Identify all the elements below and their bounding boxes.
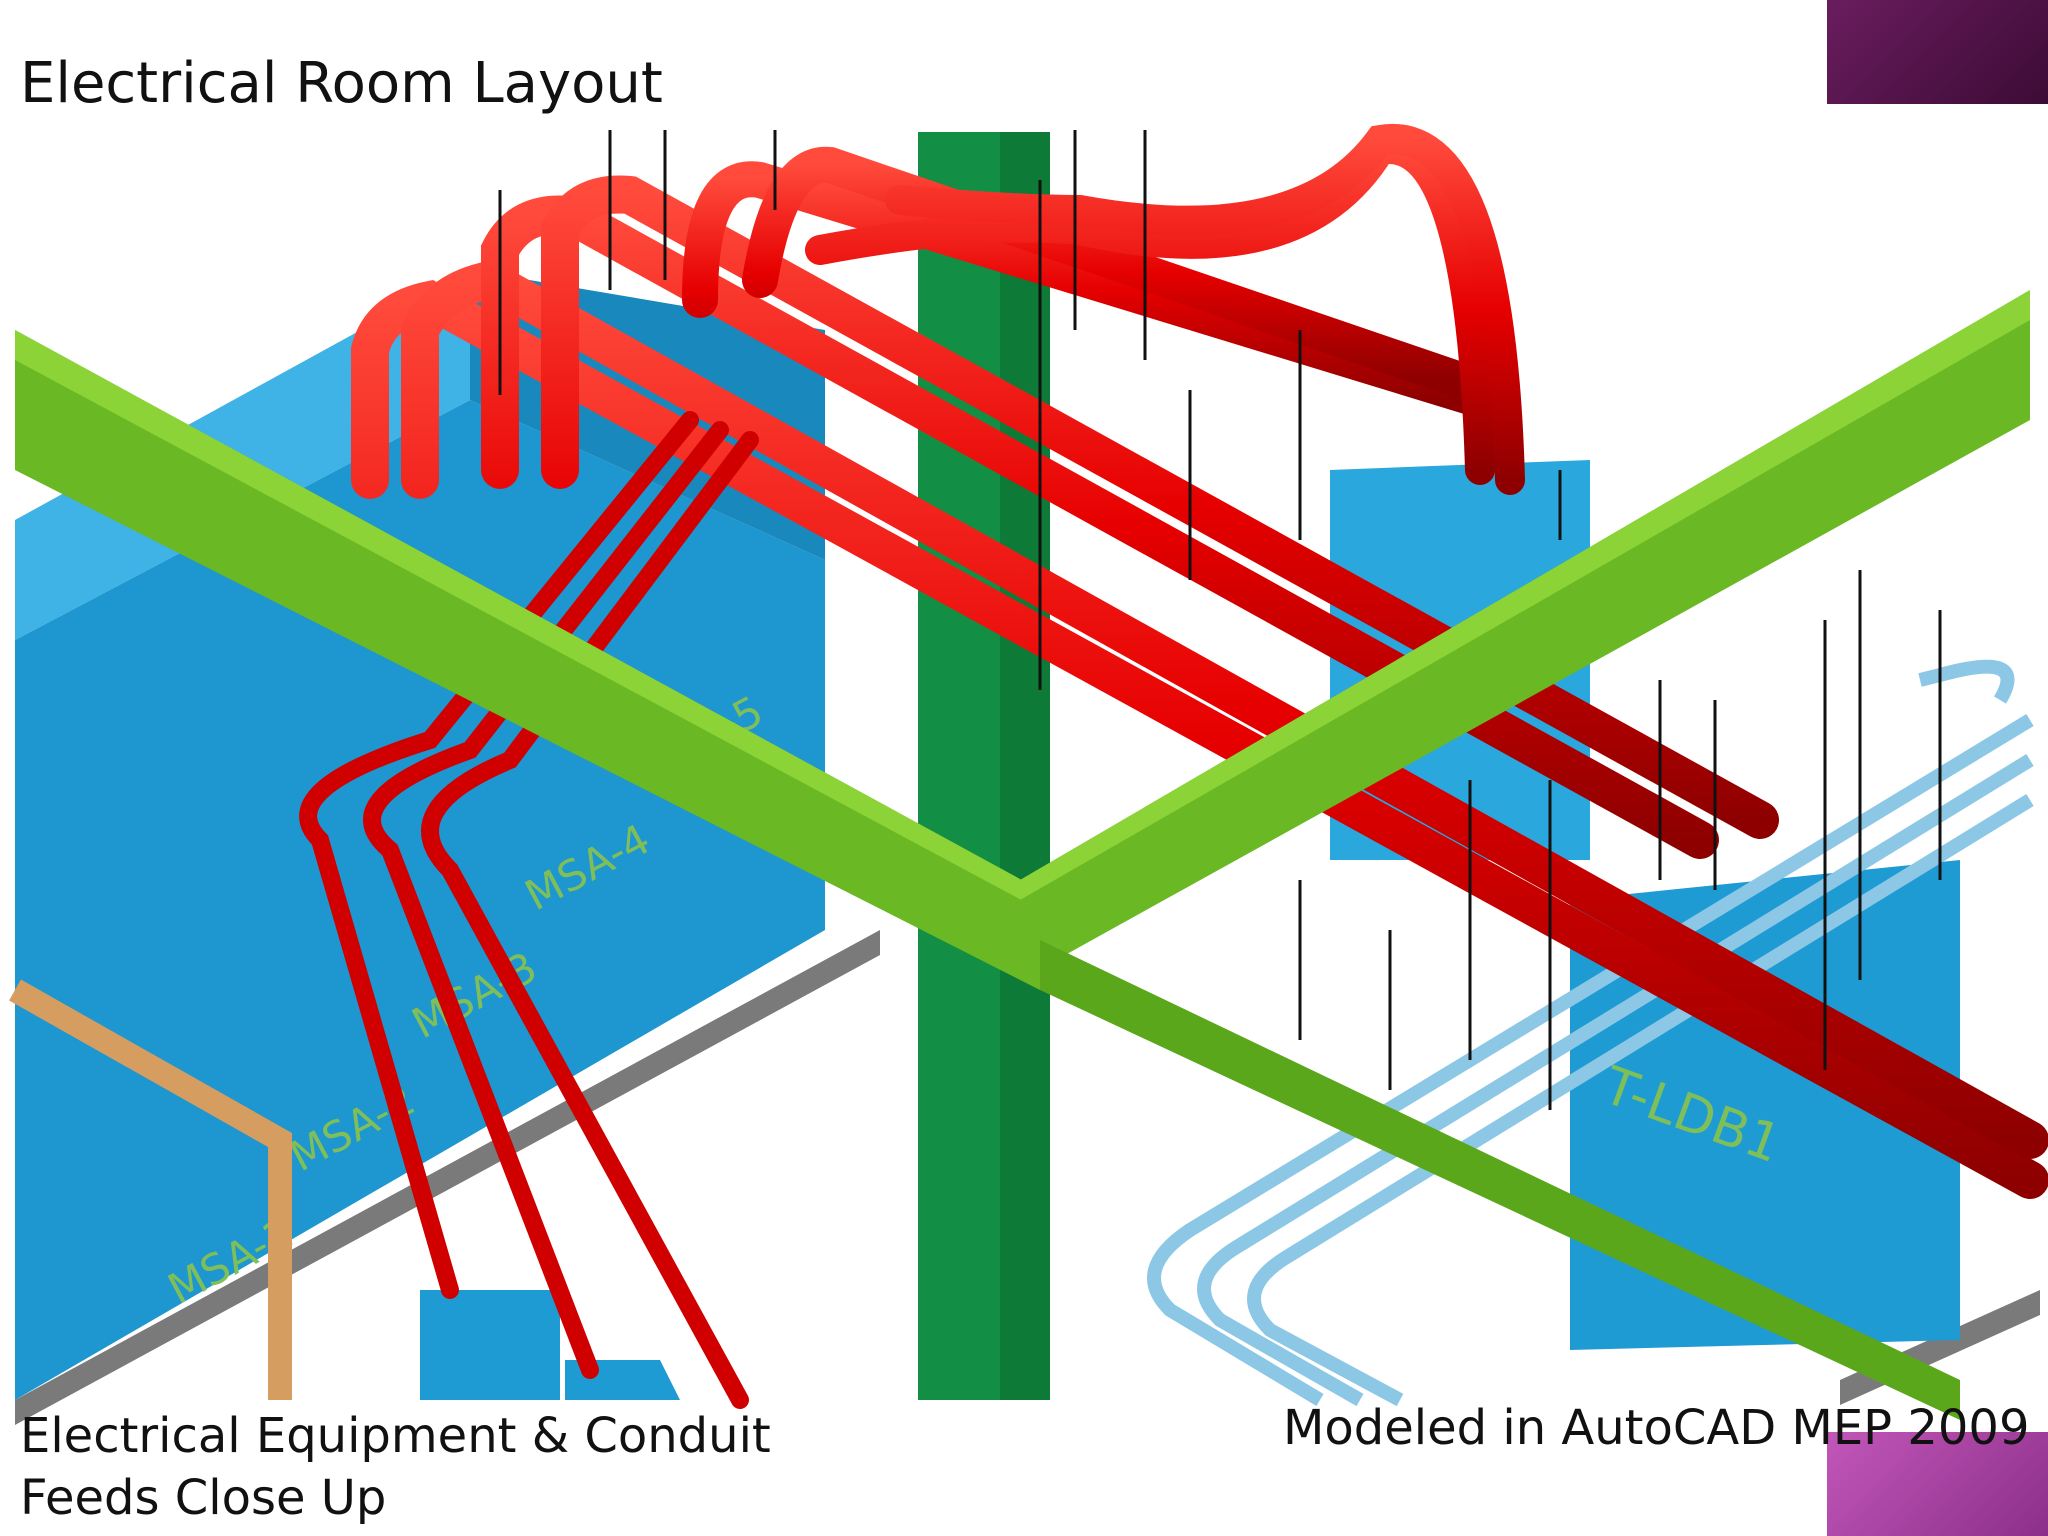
caption-software: Modeled in AutoCAD MEP 2009: [1283, 1400, 2030, 1456]
door-frame: [9, 979, 292, 1400]
caption-equipment: Electrical Equipment & Conduit Feeds Clo…: [20, 1405, 771, 1529]
caption-equipment-line2: Feeds Close Up: [20, 1470, 387, 1526]
accent-block-bottom: [1827, 1432, 2048, 1536]
beam-lower: [1040, 940, 1960, 1420]
structural-column-shade: [1000, 132, 1050, 1400]
msa-switchboard: [15, 400, 825, 1400]
red-conduit-drops: [299, 411, 759, 1409]
beam-left-top: [15, 330, 1040, 910]
hanger-rods: [498, 130, 1942, 1110]
small-conduits: [1147, 659, 2034, 1407]
floor-edge: [15, 930, 880, 1425]
caption-equipment-line1: Electrical Equipment & Conduit: [20, 1408, 771, 1464]
beam-right-top: [1020, 290, 2030, 900]
slide-title: Electrical Room Layout: [20, 51, 663, 116]
panel-box: [420, 1290, 560, 1400]
accent-block-top: [1827, 0, 2048, 104]
